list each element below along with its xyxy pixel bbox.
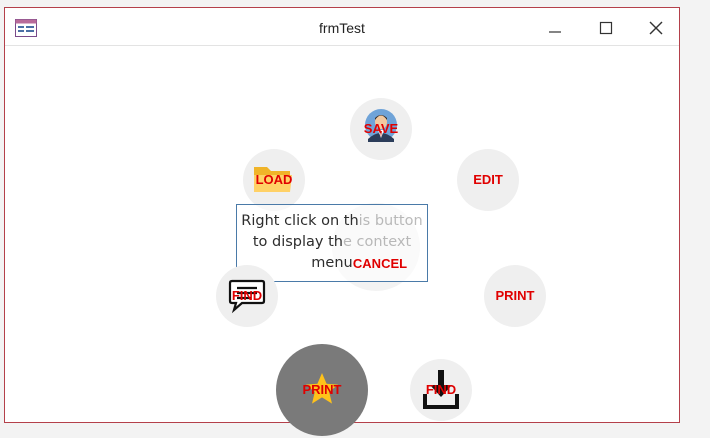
save-menu-button[interactable]: SAVE [350,98,412,160]
print-star-label: PRINT [302,382,342,397]
print-menu-button[interactable]: PRINT [484,265,546,327]
instruction-line-3: menu [311,255,353,271]
cancel-label: CANCEL [352,256,408,271]
form-app-icon [15,19,37,37]
chat-icon [228,279,266,314]
find-download-label: FIND [425,382,457,397]
window-title: frmTest [319,20,365,36]
instruction-line-1: Right click on this button [241,213,423,229]
minimize-icon [549,31,561,33]
find-chat-menu-button[interactable]: FIND [216,265,278,327]
edit-menu-button[interactable]: EDIT [457,149,519,211]
title-bar[interactable]: frmTest [5,8,679,46]
save-label: SAVE [363,121,399,136]
businessman-avatar-icon [365,109,397,142]
star-icon [306,373,338,404]
print-label: PRINT [495,288,535,303]
maximize-button[interactable] [583,8,629,46]
find-download-menu-button[interactable]: FIND [410,359,472,421]
print-star-menu-button[interactable]: PRINT [276,344,368,436]
find-chat-label: FIND [231,288,263,303]
load-label: LOAD [255,172,293,187]
minimize-button[interactable] [532,8,578,46]
folder-icon [254,167,292,192]
maximize-icon [599,21,613,35]
instruction-line-2: to display the context [252,234,412,250]
load-menu-button[interactable]: LOAD [243,149,305,211]
edit-label: EDIT [473,172,503,187]
close-button[interactable] [633,8,679,46]
download-icon [423,370,459,409]
context-menu-target-button[interactable]: Right click on this button to display th… [236,204,428,282]
close-icon [649,21,663,35]
